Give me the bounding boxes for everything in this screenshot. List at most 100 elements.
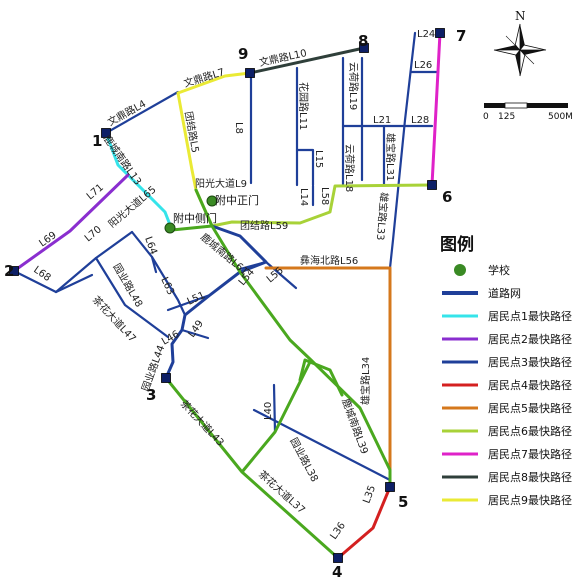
route-green-main bbox=[164, 188, 392, 560]
road-label-L56: 彝海北路L56 bbox=[300, 254, 358, 267]
node-9-label: 9 bbox=[238, 45, 248, 63]
node-8-marker bbox=[359, 43, 369, 53]
road-label-L48: 园业路L48 bbox=[110, 261, 145, 309]
legend: 图例 学校道路网居民点1最快路径居民点2最快路径居民点3最快路径居民点4最快路径… bbox=[440, 234, 572, 507]
legend-r5-label: 居民点5最快路径 bbox=[488, 402, 572, 415]
node-1-label: 1 bbox=[92, 132, 102, 150]
node-7-marker bbox=[435, 28, 445, 38]
compass-north-arm bbox=[520, 24, 525, 50]
legend-r4-label: 居民点4最快路径 bbox=[488, 379, 572, 392]
legend-r3-label: 居民点3最快路径 bbox=[488, 356, 572, 369]
scale-bar-seg-3 bbox=[527, 103, 568, 108]
road-label-L43: 茶花大道L43 bbox=[178, 397, 227, 449]
legend-r9-label: 居民点9最快路径 bbox=[488, 494, 572, 507]
road-label-L19: 云荷路L19 bbox=[347, 62, 360, 110]
legend-r6-label: 居民点6最快路径 bbox=[488, 425, 572, 438]
fastest-routes bbox=[12, 31, 442, 560]
node-4-label: 4 bbox=[332, 563, 342, 580]
schools: 附中正门 附中侧门 bbox=[164, 193, 259, 234]
road-label-L11: 花园路L11 bbox=[297, 82, 310, 130]
school-north-gate-marker bbox=[206, 195, 218, 207]
legend-r1-label: 居民点1最快路径 bbox=[488, 310, 572, 323]
road-L55 bbox=[264, 260, 298, 290]
legend-road-label: 道路网 bbox=[488, 286, 521, 300]
road-label-L34: 雄宝路L34 bbox=[359, 357, 372, 405]
compass-diag-nw bbox=[505, 35, 521, 51]
road-L15 bbox=[295, 148, 315, 187]
road-label-L14: L14 bbox=[298, 188, 309, 206]
node-3-label: 3 bbox=[146, 386, 156, 404]
road-label-L64: L64 bbox=[142, 235, 159, 256]
route-4 bbox=[336, 485, 392, 560]
node-1-marker bbox=[101, 128, 111, 138]
road-L68 bbox=[12, 269, 94, 294]
legend-school-swatch bbox=[454, 264, 466, 276]
node-6-label: 6 bbox=[442, 188, 452, 206]
legend-school-label: 学校 bbox=[488, 263, 510, 277]
road-label-L35: L35 bbox=[361, 484, 378, 505]
scale-bar: 0 125 500M bbox=[483, 102, 573, 122]
scale-tick-0: 0 bbox=[483, 112, 489, 122]
legend-items: 学校道路网居民点1最快路径居民点2最快路径居民点3最快路径居民点4最快路径居民点… bbox=[442, 263, 572, 507]
scale-tick-2: 500M bbox=[548, 112, 573, 122]
road-label-L24: L24 bbox=[417, 29, 435, 40]
compass-east-arm bbox=[520, 50, 546, 55]
route-1 bbox=[104, 131, 174, 232]
road-label-L9: 阳光大道L9 bbox=[195, 177, 247, 190]
school-side-gate-label: 附中侧门 bbox=[173, 211, 217, 225]
legend-r7-label: 居民点7最快路径 bbox=[488, 448, 572, 461]
route-2 bbox=[12, 173, 130, 273]
node-2-marker bbox=[9, 266, 19, 276]
node-4-marker bbox=[333, 553, 343, 563]
scale-bar-seg-2 bbox=[504, 102, 528, 109]
node-3-marker bbox=[161, 373, 171, 383]
road-label-L7: 文鼎路L7 bbox=[182, 65, 226, 90]
compass-rose: N bbox=[493, 9, 547, 77]
road-label-L28: L28 bbox=[411, 115, 429, 126]
compass-east-arm-light bbox=[519, 44, 547, 51]
scale-tick-1: 125 bbox=[498, 112, 515, 122]
node-9-marker bbox=[245, 68, 255, 78]
road-L63 bbox=[150, 255, 187, 317]
node-5-marker bbox=[385, 482, 395, 492]
compass-diag-se bbox=[519, 49, 535, 65]
road-label-L70: L70 bbox=[83, 224, 104, 244]
road-label-L44: 园业路L44 bbox=[139, 343, 168, 393]
legend-r8-label: 居民点8最快路径 bbox=[488, 471, 572, 484]
legend-r2-label: 居民点2最快路径 bbox=[488, 333, 572, 346]
route-3 bbox=[164, 224, 268, 380]
route-7 bbox=[430, 31, 442, 187]
road-L51 bbox=[166, 293, 212, 312]
road-L33 bbox=[388, 31, 417, 270]
scale-bar-seg-1 bbox=[484, 103, 505, 108]
compass-north-label: N bbox=[515, 9, 526, 23]
road-L40 bbox=[272, 383, 277, 434]
node-8-label: 8 bbox=[358, 32, 368, 50]
node-5-label: 5 bbox=[398, 493, 408, 511]
road-L38 bbox=[252, 408, 392, 482]
road-labels: 文鼎路L4 鹿城南路L13 文鼎路L7 文鼎路L10 团结路L5 L8 花园路L… bbox=[31, 29, 435, 542]
school-north-gate-label: 附中正门 bbox=[215, 193, 259, 207]
road-label-L15: L15 bbox=[313, 150, 324, 168]
road-L4 bbox=[104, 90, 180, 135]
compass-west-arm-light bbox=[493, 49, 521, 56]
school-side-gate-marker bbox=[164, 222, 176, 234]
road-label-L26: L26 bbox=[414, 60, 432, 71]
compass-west-arm bbox=[494, 45, 520, 50]
compass-south-arm bbox=[515, 50, 520, 76]
road-label-L31: 雄宝路L31 bbox=[384, 133, 397, 181]
road-L49 bbox=[180, 328, 210, 340]
road-label-L36: L36 bbox=[328, 520, 348, 541]
route-green-loop bbox=[298, 358, 344, 397]
node-7-label: 7 bbox=[456, 27, 466, 45]
road-label-L40: L40 bbox=[263, 402, 274, 420]
road-label-L33: 雄宝路L33 bbox=[374, 192, 391, 241]
route-6 bbox=[210, 183, 434, 228]
road-L48 bbox=[94, 256, 170, 339]
node-6-marker bbox=[427, 180, 437, 190]
road-label-L18: 云荷路L18 bbox=[343, 144, 356, 192]
road-label-L21: L21 bbox=[373, 115, 391, 126]
